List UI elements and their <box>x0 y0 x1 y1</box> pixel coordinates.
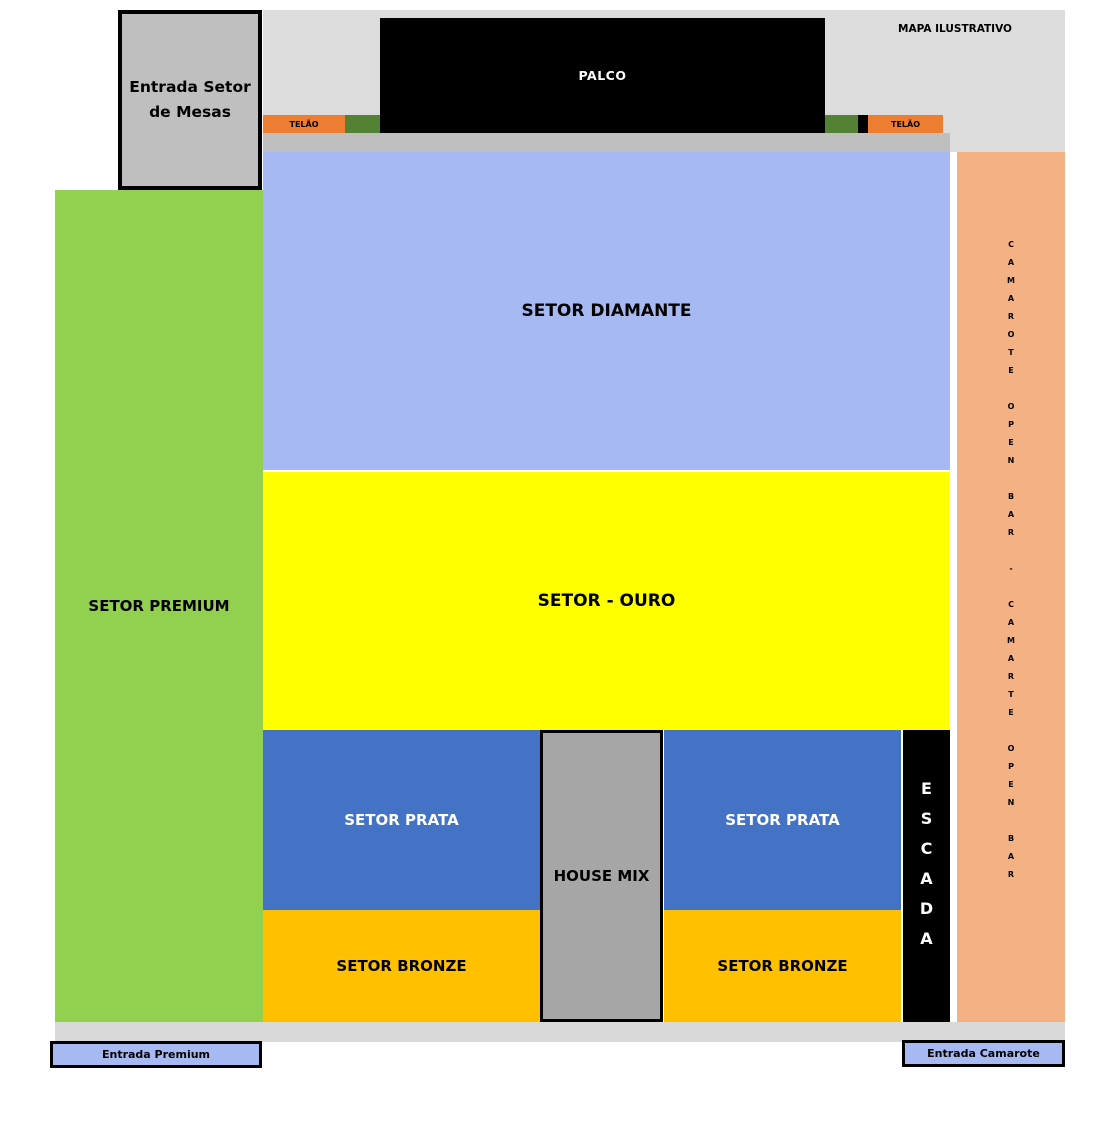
screen-left-label: TELÃO <box>289 119 319 129</box>
entrance-camarote-label: Entrada Camarote <box>927 1047 1040 1060</box>
sector-premium: SETOR PREMIUM <box>55 190 263 1022</box>
stairs: E S C A D A <box>903 730 950 1022</box>
map-title: MAPA ILUSTRATIVO <box>898 23 1012 35</box>
stage-divider-strip <box>858 115 868 133</box>
sector-diamante: SETOR DIAMANTE <box>263 152 950 470</box>
sector-camarote-label: C A M A R O T E O P E N B A R - C A M A … <box>1007 240 1015 879</box>
entrance-premium: Entrada Premium <box>50 1041 262 1068</box>
sector-bronze-right-label: SETOR BRONZE <box>717 957 848 975</box>
bottom-walkway <box>55 1022 1065 1042</box>
screen-right-label: TELÃO <box>890 119 920 129</box>
front-of-stage-strip <box>263 133 950 152</box>
entrance-premium-label: Entrada Premium <box>101 1048 211 1061</box>
screen-right: TELÃO <box>868 115 943 133</box>
sector-bronze-left: SETOR BRONZE <box>263 910 540 1022</box>
stage-side-strip-right <box>825 115 858 133</box>
house-mix-label: HOUSE MIX <box>553 867 650 885</box>
sector-prata-left: SETOR PRATA <box>263 730 540 910</box>
sector-ouro-label: SETOR - OURO <box>537 591 676 611</box>
sector-bronze-left-label: SETOR BRONZE <box>336 957 467 975</box>
sector-prata-right: SETOR PRATA <box>664 730 901 910</box>
entrance-camarote: Entrada Camarote <box>902 1040 1065 1067</box>
house-mix-booth: HOUSE MIX <box>540 730 663 1022</box>
screen-left: TELÃO <box>263 115 345 133</box>
sector-ouro: SETOR - OURO <box>263 472 950 730</box>
sector-premium-label: SETOR PREMIUM <box>88 597 230 615</box>
sector-bronze-right: SETOR BRONZE <box>664 910 901 1022</box>
stage-side-strip-left <box>345 115 380 133</box>
sector-prata-right-label: SETOR PRATA <box>725 811 840 829</box>
sector-prata-left-label: SETOR PRATA <box>344 811 459 829</box>
sector-diamante-label: SETOR DIAMANTE <box>521 301 692 321</box>
entrance-setor-de-mesas: Entrada Setor de Mesas <box>118 10 262 190</box>
stage-label: PALCO <box>578 68 627 83</box>
stage: PALCO <box>380 18 825 133</box>
sector-camarote-open-bar: C A M A R O T E O P E N B A R - C A M A … <box>957 152 1065 1022</box>
entrance-setor-de-mesas-label: Entrada Setor de Mesas <box>129 78 251 121</box>
stairs-label: E S C A D A <box>919 779 934 948</box>
